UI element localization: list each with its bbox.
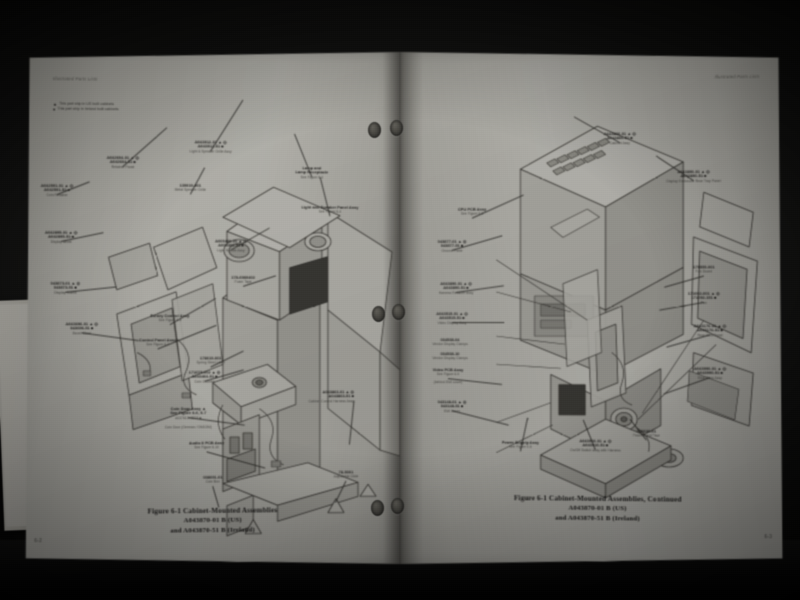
left-caption-line1: Figure 6-1 Cabinet-Mounted Assemblies (147, 506, 278, 516)
binder-hole-right-mid (392, 304, 405, 320)
right-page-folio: 6-3 (764, 534, 772, 541)
binder-hole-left-bottom (371, 500, 384, 516)
left-page-legend: ▲This part ship in US built cabinets ●Th… (53, 101, 119, 112)
callout-part-number-secondary: A043515-51 ■ (439, 315, 465, 321)
callout-cabinet-control-harness: A043863-01 ▲ ◎A043863-51 ■Cabinet Contro… (308, 390, 354, 403)
right-page: Illustrated Parts Lists 6-3 A043866-01 ▲… (400, 47, 786, 569)
binder-hole-left-top (368, 122, 381, 138)
callout-description: See Figure 6-9 (436, 372, 460, 377)
callout-behind-emi-cover: (behind EMI cover) (434, 380, 463, 384)
callout-description: Coin Box (205, 479, 220, 484)
binder-hole-right-top (390, 120, 403, 136)
legend-text-1: This part ship in Ireland built cabinets (57, 106, 119, 112)
callout-description: See Figure 6-10 (194, 445, 220, 450)
callout-cabinet-assy: A043866-01 ▲ ◎A043866-51 ■Cabinet Assy (604, 132, 636, 145)
right-caption-line3: and A043870-51 B (Ireland) (555, 514, 640, 523)
callout-part-number-secondary: A043170-51 ■ (696, 327, 724, 333)
callout-description: Fan Guard (695, 269, 713, 274)
left-illustration (22, 47, 400, 569)
callout-display-enclosure-rear-trap: A043890-01 ▲ ◎A043890-51 ■Display Enclos… (666, 170, 720, 183)
callout-description: Vendor Display Clamps (432, 356, 468, 361)
right-illustration (400, 47, 786, 569)
callout-coin-door-german: Coin Door (German / DM1DM) (165, 425, 212, 430)
callout-description: Power Cord Plate (632, 433, 661, 438)
callout-description: (behind EMI cover) (433, 380, 463, 385)
legend-marker-circle: ● (52, 106, 56, 112)
callout-description: See Figure 6-3 (158, 318, 182, 323)
right-page-header: Illustrated Parts Lists (714, 73, 760, 80)
callout-onoff-switch-assy: A043910-01 ▲ ◎A043910-51 ■On/Off Switch … (570, 439, 621, 452)
callout-description: Cabinet Control Harness Assy (308, 398, 355, 404)
left-figure-caption: Figure 6-1 Cabinet-Mounted Assemblies A0… (148, 505, 278, 537)
right-figure-caption: Figure 6-1 Cabinet-Mounted Assemblies, C… (514, 493, 682, 525)
callout-description: Coin Door (German / DM1DM) (164, 425, 212, 430)
callout-description: Adjustable Glide (333, 474, 359, 479)
left-page-folio: 6-2 (34, 538, 42, 545)
callout-part-number-secondary: 043696-51 ■ (70, 325, 94, 331)
left-page-header: Illustrated Parts Lists (52, 76, 98, 82)
left-caption-line3: and A043870-51 B (Ireland) (170, 526, 255, 535)
leader-line-video-display (452, 322, 504, 323)
callout-part-number-secondary: 171092-151 ■ (691, 295, 717, 301)
binder-hole-right-bottom (391, 498, 404, 514)
open-manual: Illustrated Parts Lists 6-2 ▲This part s… (28, 52, 780, 564)
left-page: Illustrated Parts Lists 6-2 ▲This part s… (22, 47, 400, 569)
callout-description: Vendor Display Clamps (432, 342, 468, 347)
binder-hole-left-mid (372, 306, 385, 322)
